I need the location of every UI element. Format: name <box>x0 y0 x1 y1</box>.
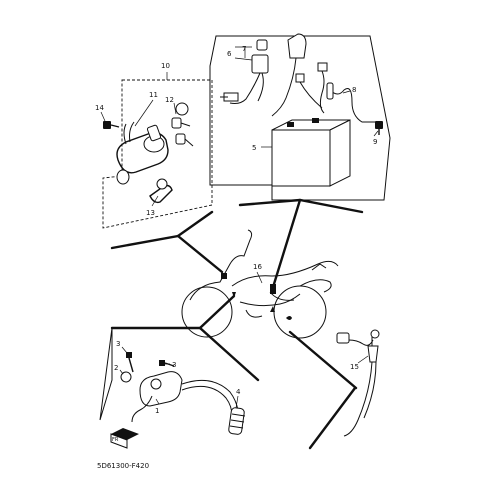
ignition-coil-body <box>139 371 183 407</box>
battery-boundary <box>209 35 391 201</box>
pointer-15-lower <box>308 386 357 450</box>
nut-2 <box>120 371 132 383</box>
callout-7: 7 <box>242 45 246 53</box>
callout-12: 12 <box>165 96 174 104</box>
pointer-coil <box>110 326 260 382</box>
callout-14: 14 <box>95 104 104 112</box>
callout-1: 1 <box>155 407 159 415</box>
bolt-9 <box>375 121 383 129</box>
battery-harness-group: 7 6 8 9 5 <box>209 33 391 201</box>
bolt-3b <box>159 360 165 366</box>
bolt-14 <box>103 121 111 129</box>
marker-battery <box>270 284 276 294</box>
front-direction-icon: FR <box>110 428 139 449</box>
ignition-coil-group: 3 2 3 1 4 <box>99 327 246 435</box>
fr-label: FR <box>112 437 119 443</box>
key-ring <box>175 102 189 116</box>
callout-3b: 3 <box>172 361 176 369</box>
assembly-boundary-10 <box>102 79 213 229</box>
front-fork-line <box>189 229 253 301</box>
pointer-lines <box>110 198 364 450</box>
battery-body <box>271 129 331 187</box>
callout-5: 5 <box>252 144 256 152</box>
bolt-3a <box>126 352 132 358</box>
coil-boundary <box>99 327 113 421</box>
callout-13: 13 <box>146 209 155 217</box>
relay <box>295 73 305 83</box>
front-wheel <box>181 286 233 338</box>
callout-2: 2 <box>114 364 118 372</box>
main-switch-assembly: 10 11 12 13 14 <box>95 62 213 229</box>
callout-6: 6 <box>227 50 232 58</box>
figure-code: 5D61300-F420 <box>97 462 149 470</box>
callout-10: 10 <box>161 62 170 70</box>
connector-small <box>317 62 328 72</box>
marker-main-switch <box>221 273 227 279</box>
main-switch-body <box>116 132 169 174</box>
callout-8: 8 <box>352 86 356 94</box>
sidestand-switch-group: 15 <box>336 329 380 437</box>
key-head <box>146 124 162 142</box>
callout-16: 16 <box>253 263 262 271</box>
switch-mount <box>116 169 130 185</box>
callout-4: 4 <box>236 388 241 396</box>
callout-11: 11 <box>149 91 158 99</box>
rear-wheel <box>273 285 327 339</box>
hightension-cable <box>181 379 239 411</box>
motorcycle-outline: 16 <box>181 229 339 339</box>
pointer-switch <box>110 210 214 250</box>
tank-line <box>231 260 339 287</box>
switch-connector <box>336 332 350 344</box>
pointer-battery <box>238 198 364 214</box>
callout-3a: 3 <box>116 340 120 348</box>
callout-9: 9 <box>373 138 377 146</box>
key-2 <box>175 133 186 145</box>
connector-large <box>287 33 307 59</box>
cable-8 <box>329 88 376 123</box>
pointer-15-upper <box>288 330 358 390</box>
sidestand-lead <box>343 361 373 437</box>
fuse-holder <box>251 54 269 74</box>
sidestand-switch <box>367 345 379 363</box>
fuse-cap <box>256 39 268 51</box>
callout-15: 15 <box>350 363 359 371</box>
key-1 <box>171 117 182 129</box>
